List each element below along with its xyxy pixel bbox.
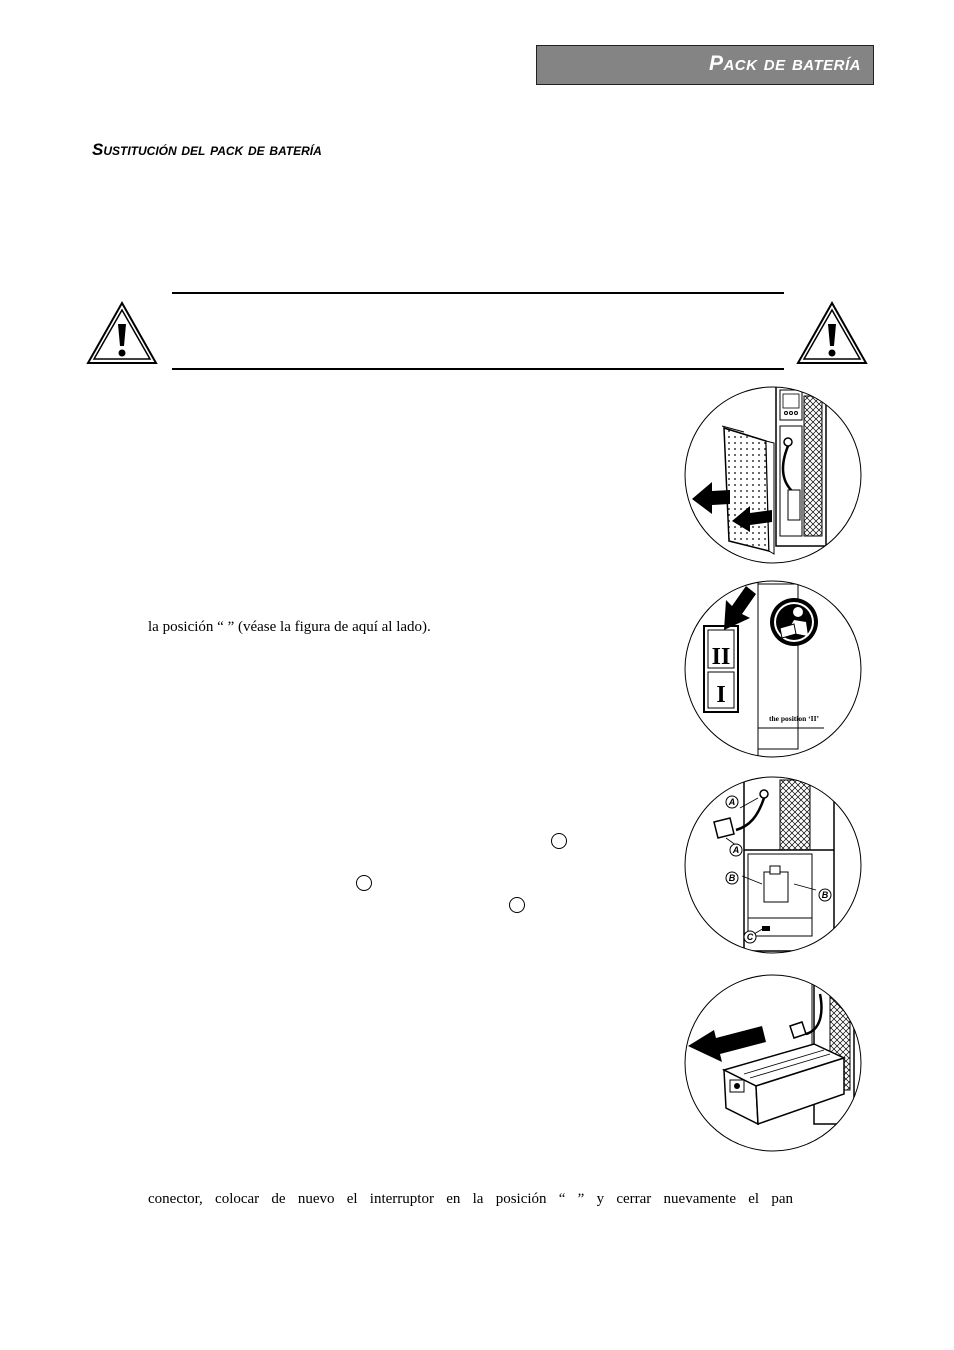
manual-reader-icon bbox=[793, 607, 803, 617]
switch-position-bottom-label: I bbox=[716, 682, 725, 708]
instruction-line-switch-position: la posición “ ” (véase la figura de aquí… bbox=[148, 619, 431, 635]
arrow-icon bbox=[688, 1026, 766, 1062]
callout-circle-c bbox=[509, 897, 525, 913]
warning-triangle-icon bbox=[796, 300, 868, 364]
warning-rule-bottom bbox=[172, 368, 784, 370]
section-title: Sustitución del pack de batería bbox=[92, 140, 322, 159]
connector-label-a: A bbox=[728, 797, 736, 807]
arrow-icon bbox=[724, 586, 756, 630]
page-header: Pack de batería bbox=[536, 45, 874, 85]
figure-remove-front-panel bbox=[684, 386, 862, 564]
connector-label-b: B bbox=[729, 873, 736, 883]
connector-label-b: B bbox=[822, 890, 829, 900]
page-header-title: Pack de batería bbox=[708, 52, 861, 75]
figure-switch-position: II I the position ‘II’ bbox=[684, 580, 862, 758]
warning-rule-top bbox=[172, 292, 784, 294]
figure-battery-connectors: A A B B C bbox=[684, 776, 862, 954]
callout-circle-a bbox=[551, 833, 567, 849]
warning-triangle-icon bbox=[86, 300, 158, 364]
figure-caption: the position ‘II’ bbox=[769, 714, 819, 723]
connector-label-c: C bbox=[747, 932, 754, 942]
figure-remove-battery-pack bbox=[684, 974, 862, 1152]
switch-position-top-label: II bbox=[712, 644, 731, 670]
arrow-icon bbox=[732, 506, 772, 532]
connector-label-a: A bbox=[732, 845, 740, 855]
instruction-line-reconnect: conector, colocar de nuevo el interrupto… bbox=[148, 1191, 793, 1207]
callout-circle-b bbox=[356, 875, 372, 891]
arrow-icon bbox=[692, 482, 730, 514]
